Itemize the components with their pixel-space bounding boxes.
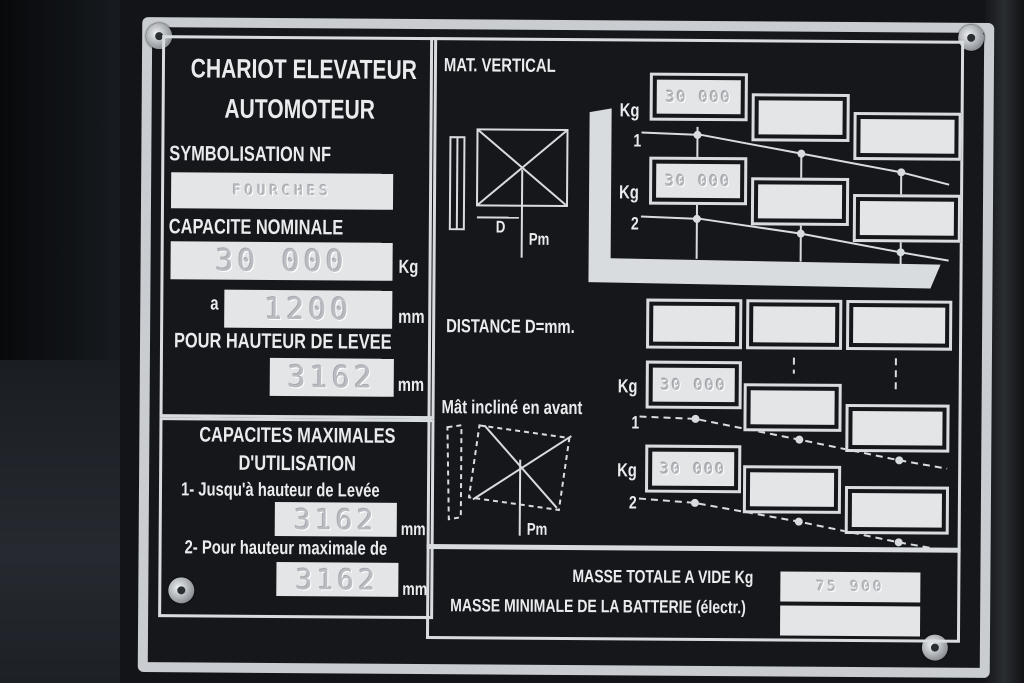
vertical-cap-2-2	[750, 177, 850, 226]
masse-batterie-label: MASSE MINIMALE DE LA BATTERIE (électr.)	[450, 595, 746, 618]
distance-box-1	[645, 298, 743, 350]
vertical-mast-icon	[448, 128, 569, 258]
incline-cap-2-2	[742, 465, 842, 514]
incline-cap-1-3	[845, 403, 950, 453]
vertical-cap-1-1: 30 000	[649, 72, 748, 122]
load-diagram	[446, 108, 950, 552]
vertical-cap-2-3	[852, 194, 962, 243]
masse-totale-value: 75 900	[780, 571, 921, 603]
capacity-plate: CHARIOT ELEVATEUR AUTOMOTEUR SYMBOLISATI…	[137, 17, 995, 678]
background-floor	[0, 360, 140, 683]
incline-cap-1-1: 30 000	[645, 360, 742, 410]
distance-box-3	[845, 299, 953, 351]
masse-totale-label: MASSE TOTALE A VIDE Kg	[572, 566, 754, 588]
incline-cap-1-2	[743, 383, 842, 432]
masse-batterie-value	[779, 605, 921, 637]
vertical-cap-1-2	[751, 93, 850, 142]
incline-cap-2-3	[844, 485, 950, 535]
distance-box-2	[745, 299, 843, 350]
inclined-mast-icon	[446, 424, 571, 521]
fork-icon	[588, 108, 941, 289]
incline-cap-2-1: 30 000	[644, 444, 742, 494]
vertical-cap-2-1: 30 000	[648, 156, 748, 206]
vertical-cap-1-3	[853, 112, 962, 161]
